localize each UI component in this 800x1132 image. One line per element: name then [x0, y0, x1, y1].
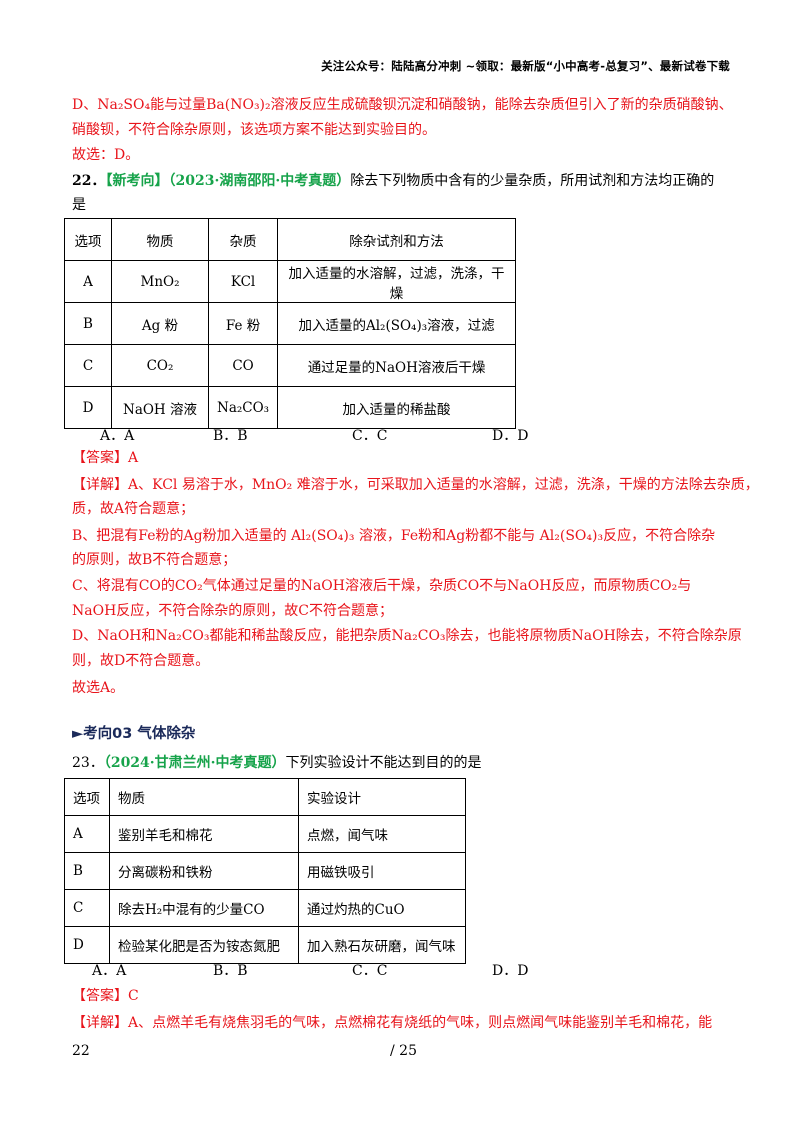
table-row: A MnO₂ KCl 加入适量的水溶解，过滤，洗涤，干燥 [64, 260, 516, 303]
q22-stem-line2: 是 [72, 197, 86, 213]
table-cell: MnO₂ [111, 260, 209, 303]
q22-detail-line: 则，故D不符合题意。 [72, 653, 210, 669]
table-cell: C [64, 344, 112, 387]
prev-choice: 故选：D。 [72, 147, 140, 163]
table-header-cell: 物质 [109, 778, 299, 816]
q23-stem-text: 下列实验设计不能达到目的的是 [285, 755, 482, 771]
table-row: B Ag 粉 Fe 粉 加入适量的Al₂(SO₄)₃溶液，过滤 [64, 302, 516, 345]
table-row: B 分离碳粉和铁粉 用磁铁吸引 [64, 852, 466, 890]
table-cell: C [64, 889, 110, 927]
table-cell: CO₂ [111, 344, 209, 387]
table-header-cell: 物质 [111, 218, 209, 261]
table-cell: CO [207, 344, 279, 387]
q23-number: 23． [72, 755, 104, 771]
q23-answer: 【答案】C [72, 988, 139, 1004]
table-cell: 点燃，闻气味 [298, 815, 466, 853]
table-header-cell: 选项 [64, 218, 112, 261]
section-title: ►考向03 气体除杂 [72, 726, 196, 742]
table-header-cell: 实验设计 [298, 778, 466, 816]
q22-stem: 除去下列物质中含有的少量杂质，所用试剂和方法均正确的 [350, 173, 715, 189]
q22-source: （2023·湖南邵阳·中考真题） [168, 173, 351, 189]
table-cell: Na₂CO₃ [207, 386, 279, 429]
q23-detail-line: 【详解】A、点燃羊毛有烧焦羽毛的气味，点燃棉花有烧纸的气味，则点燃闻气味能鉴别羊… [72, 1015, 713, 1031]
q23-option-d: D．D [492, 963, 529, 979]
q22-detail-line: 的原则，故B不符合题意； [72, 552, 237, 568]
table-cell: D [64, 386, 112, 429]
q22-tag: 【新考向】 [105, 173, 169, 189]
q23-option-c: C．C [352, 963, 388, 979]
table-header-cell: 除杂试剂和方法 [277, 218, 516, 261]
q22-table: 选项 物质 杂质 除杂试剂和方法 A MnO₂ KCl 加入适量的水溶解，过滤，… [64, 218, 516, 429]
table-cell: 检验某化肥是否为铵态氮肥 [109, 926, 299, 964]
table-cell: 分离碳粉和铁粉 [109, 852, 299, 890]
table-row: C 除去H₂中混有的少量CO 通过灼热的CuO [64, 889, 466, 927]
table-cell: Ag 粉 [111, 302, 209, 345]
page-header: 关注公众号：陆陆高分冲刺 ~领取：最新版“小中高考-总复习”、最新试卷下载 [321, 59, 730, 73]
q22-options: A．A B．B C．C D．D [0, 425, 800, 445]
table-cell: A [64, 815, 110, 853]
q22-detail-line: C、将混有CO的CO₂气体通过足量的NaOH溶液后干燥，杂质CO不与NaOH反应… [72, 578, 692, 594]
table-header-row: 选项 物质 实验设计 [64, 778, 466, 816]
prev-d-line1: D、Na₂SO₄能与过量Ba(NO₃)₂溶液反应生成硫酸钡沉淀和硝酸钠，能除去杂… [72, 97, 733, 113]
q23-option-a: A．A [92, 963, 127, 979]
table-row: A 鉴别羊毛和棉花 点燃，闻气味 [64, 815, 466, 853]
table-cell: B [64, 852, 110, 890]
table-cell: 加入适量的Al₂(SO₄)₃溶液，过滤 [277, 302, 516, 345]
q22-answer: 【答案】A [72, 450, 139, 466]
table-cell: 除去H₂中混有的少量CO [109, 889, 299, 927]
q23-option-b: B．B [213, 963, 248, 979]
table-header-cell: 杂质 [207, 218, 279, 261]
q22-detail-line: D、NaOH和Na₂CO₃都能和稀盐酸反应，能把杂质Na₂CO₃除去，也能将原物… [72, 628, 742, 644]
table-cell: 加入熟石灰研磨，闻气味 [298, 926, 466, 964]
q22-number: 22． [72, 173, 106, 189]
q22-detail-line: 质，故A符合题意； [72, 501, 195, 517]
table-cell: 通过足量的NaOH溶液后干燥 [277, 344, 516, 387]
table-cell: 通过灼热的CuO [298, 889, 466, 927]
table-row: D 检验某化肥是否为铵态氮肥 加入熟石灰研磨，闻气味 [64, 926, 466, 964]
table-cell: 加入适量的稀盐酸 [277, 386, 516, 429]
q22-detail-line: NaOH反应，不符合除杂的原则，故C不符合题意； [72, 603, 393, 619]
table-cell: Fe 粉 [207, 302, 279, 345]
table-cell: NaOH 溶液 [111, 386, 209, 429]
page-number-left: 22 [72, 1043, 90, 1059]
q22-detail-line: 故选A。 [72, 680, 125, 696]
table-cell: D [64, 926, 110, 964]
q22-option-c: C．C [352, 428, 388, 444]
q23-table: 选项 物质 实验设计 A 鉴别羊毛和棉花 点燃，闻气味 B 分离碳粉和铁粉 用磁… [64, 778, 466, 964]
q22-detail-line: B、把混有Fe粉的Ag粉加入适量的 Al₂(SO₄)₃ 溶液，Fe粉和Ag粉都不… [72, 528, 716, 544]
table-header-cell: 选项 [64, 778, 110, 816]
table-cell: B [64, 302, 112, 345]
prev-d-line2: 硝酸钡，不符合除杂原则，该选项方案不能达到实验目的。 [72, 122, 436, 138]
q22-option-a: A．A [100, 428, 135, 444]
q23-options: A．A B．B C．C D．D [0, 960, 800, 980]
table-header-row: 选项 物质 杂质 除杂试剂和方法 [64, 218, 516, 261]
table-cell: KCl [207, 260, 279, 303]
table-cell: 用磁铁吸引 [298, 852, 466, 890]
table-cell: 鉴别羊毛和棉花 [109, 815, 299, 853]
q23-source: （2024·甘肃兰州·中考真题） [103, 755, 286, 771]
table-cell: 加入适量的水溶解，过滤，洗涤，干燥 [277, 260, 516, 303]
table-row: C CO₂ CO 通过足量的NaOH溶液后干燥 [64, 344, 516, 387]
q22-option-d: D．D [492, 428, 529, 444]
table-cell: A [64, 260, 112, 303]
q22-detail-line: 【详解】A、KCl 易溶于水，MnO₂ 难溶于水，可采取加入适量的水溶解，过滤，… [72, 477, 759, 493]
table-row: D NaOH 溶液 Na₂CO₃ 加入适量的稀盐酸 [64, 386, 516, 429]
page-number-total: / 25 [390, 1043, 417, 1059]
q23-stem: 23．（2024·甘肃兰州·中考真题）下列实验设计不能达到目的的是 [72, 751, 482, 775]
q22-option-b: B．B [213, 428, 248, 444]
q22-stem-line1: 22．【新考向】（2023·湖南邵阳·中考真题）除去下列物质中含有的少量杂质，所… [72, 169, 714, 193]
